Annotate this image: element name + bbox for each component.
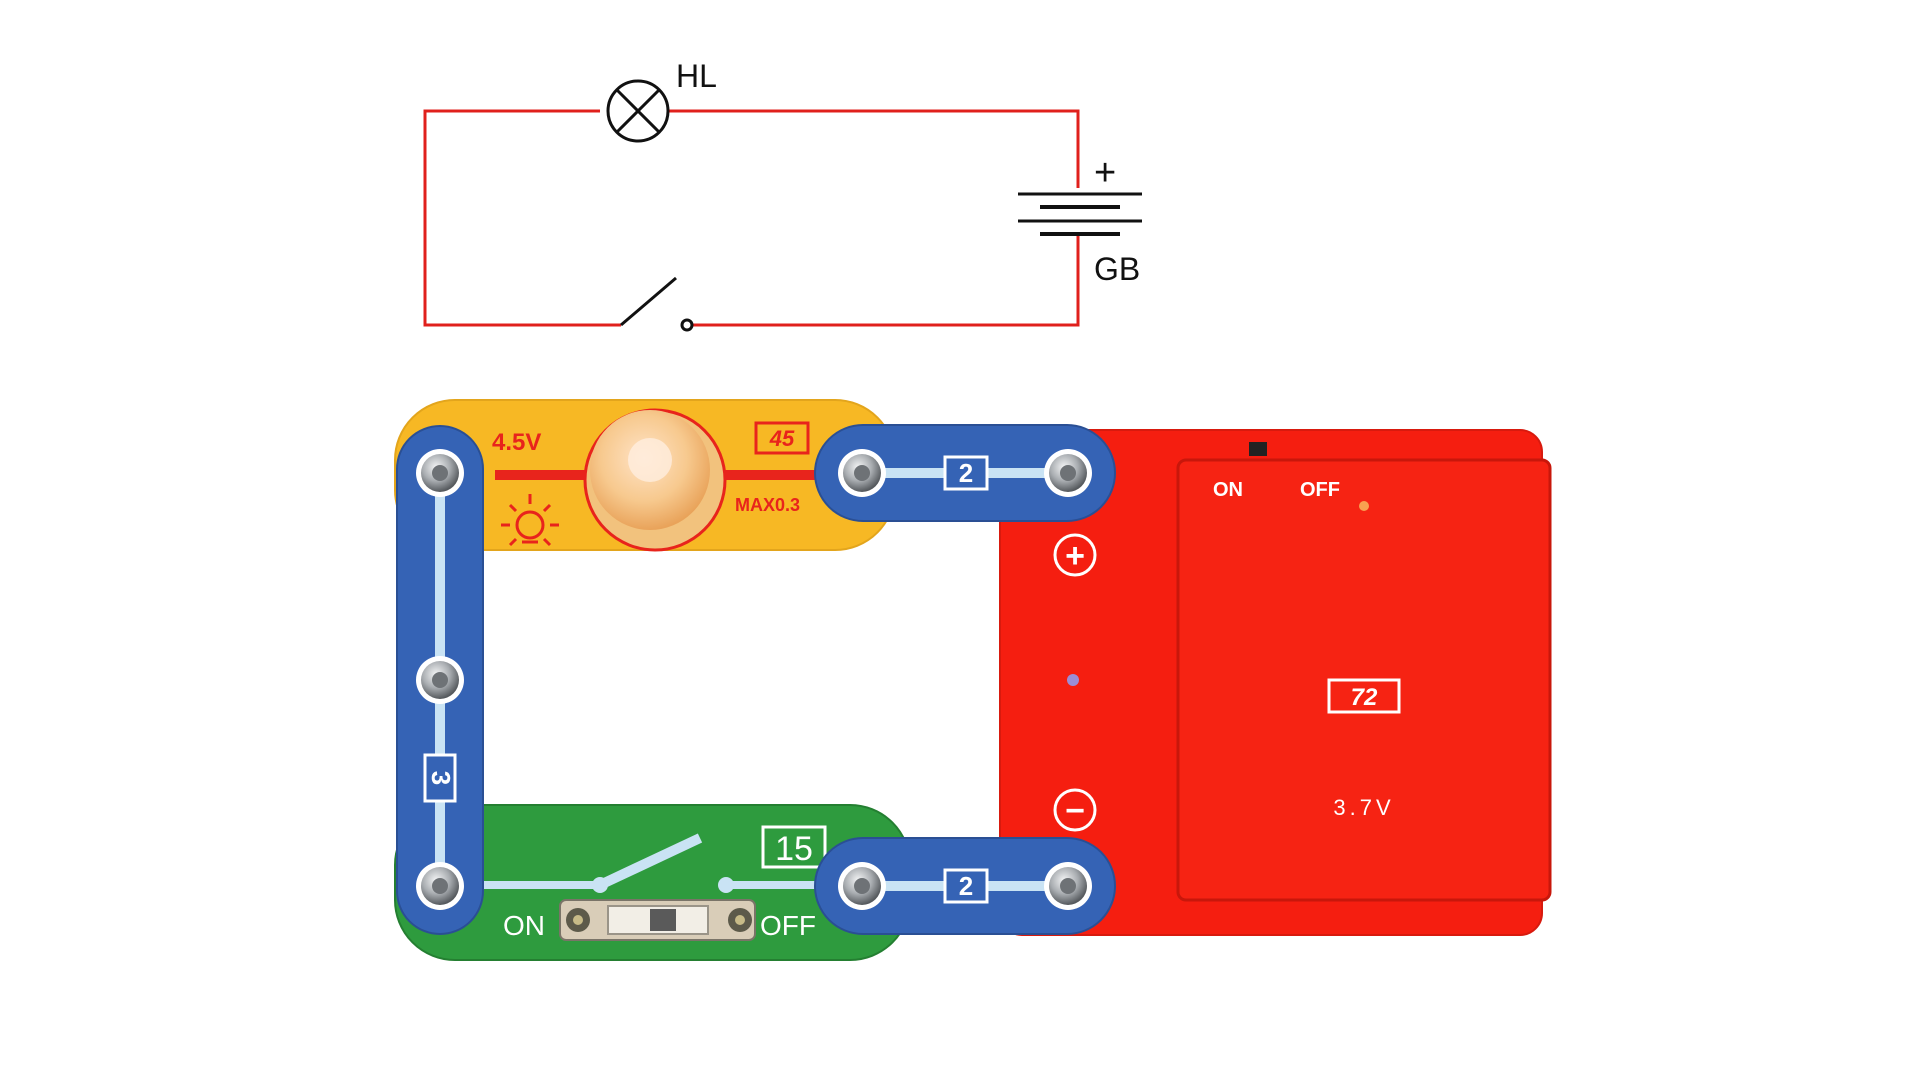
snap[interactable] xyxy=(838,449,886,497)
schematic: HL + GB xyxy=(423,58,1142,332)
lamp-label: HL xyxy=(676,58,717,94)
switch-symbol xyxy=(620,276,694,332)
snaps xyxy=(416,449,1092,910)
battery-off-label: OFF xyxy=(1300,479,1340,501)
snap[interactable] xyxy=(1044,862,1092,910)
lamp-symbol xyxy=(606,79,670,143)
snap[interactable] xyxy=(1044,449,1092,497)
battery-minus-mark xyxy=(1053,788,1097,832)
connector-bottom-label: 2 xyxy=(959,871,973,901)
slide-switch-knob[interactable] xyxy=(650,909,676,931)
lamp-part-number: 45 xyxy=(769,426,795,451)
connector-top[interactable]: 2 xyxy=(814,424,1116,522)
battery-symbol xyxy=(1018,192,1142,236)
snap[interactable] xyxy=(416,656,464,704)
battery-power-switch[interactable] xyxy=(1249,442,1267,456)
lamp-voltage: 4.5V xyxy=(492,429,541,456)
battery-plus-mark xyxy=(1053,533,1097,577)
switch-on-label: ON xyxy=(503,910,545,941)
schematic-wire xyxy=(423,109,1080,327)
switch-part-number: 15 xyxy=(775,830,813,868)
battery-module: ON OFF 72 3.7V + − xyxy=(999,429,1552,936)
snap[interactable] xyxy=(416,862,464,910)
connector-left-label: 3 xyxy=(426,771,456,785)
battery-label: GB xyxy=(1094,251,1140,287)
snap[interactable] xyxy=(416,449,464,497)
switch-off-label: OFF xyxy=(760,910,816,941)
battery-minus-symbol: − xyxy=(1065,792,1085,830)
battery-on-label: ON xyxy=(1213,479,1243,501)
battery-plus-label: + xyxy=(1094,152,1116,194)
bulb-icon xyxy=(501,494,559,547)
battery-indicator-led xyxy=(1359,501,1369,511)
battery-plus-symbol: + xyxy=(1065,537,1085,575)
slide-switch[interactable] xyxy=(559,899,756,941)
battery-voltage: 3.7V xyxy=(1333,795,1394,820)
snap[interactable] xyxy=(838,862,886,910)
lamp-max-rating: MAX0.3 xyxy=(735,495,800,515)
connector-top-label: 2 xyxy=(959,458,973,488)
connector-bottom[interactable]: 2 xyxy=(814,837,1116,935)
battery-center-hole xyxy=(1067,674,1079,686)
battery-part-number: 72 xyxy=(1351,684,1378,711)
light-bulb xyxy=(583,408,727,552)
